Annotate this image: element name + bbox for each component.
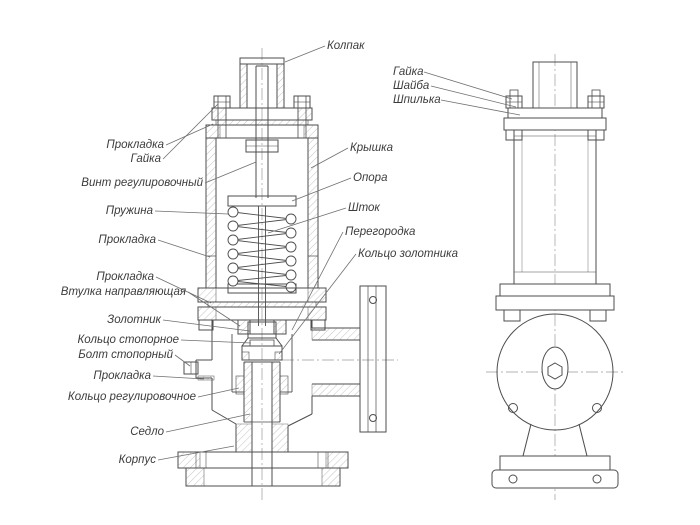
adjusting-ring-left <box>235 375 245 395</box>
leader-gajka <box>162 103 219 160</box>
outlet-bolt-hole-bottom <box>369 414 377 422</box>
label-bolt-stopornyj: Болт стопорный <box>78 349 173 361</box>
leader-shpilka <box>440 99 521 116</box>
right-valve-view <box>486 54 624 500</box>
label-vtulka-napravlyayushchaya: Втулка направляющая <box>60 286 186 298</box>
leader-vint <box>204 161 257 184</box>
label-gajka: Гайка <box>130 153 162 165</box>
right-side-hole-right <box>592 403 602 413</box>
body-section <box>183 320 361 453</box>
cap-section <box>239 57 285 109</box>
flange-hole-right <box>317 451 329 469</box>
disc <box>241 321 283 361</box>
leader-shtok <box>267 207 347 234</box>
leader-korpus <box>157 445 235 461</box>
outlet-bolt-hole-top <box>369 296 377 304</box>
label-shajba: Шайба <box>393 80 430 92</box>
leader-sedlo <box>165 413 251 433</box>
label-prokladka-4: Прокладка <box>93 370 151 382</box>
right-side-hole-left <box>508 403 518 413</box>
leader-lines <box>152 45 521 461</box>
right-mid-flange <box>495 283 615 322</box>
leader-bolt-stopornyj <box>174 354 191 367</box>
leader-opora <box>291 177 352 202</box>
label-prokladka-3: Прокладка <box>96 271 154 283</box>
right-body-boss <box>541 346 569 390</box>
right-mid-nut-left <box>503 309 521 322</box>
right-bonnet <box>513 130 597 284</box>
disc-ring-right <box>274 351 283 361</box>
outlet-flange <box>359 285 387 433</box>
leader-prokladka-1 <box>165 123 214 146</box>
leader-gajka-right <box>423 71 513 100</box>
leader-kolco-stopornoe <box>180 339 252 344</box>
leader-shajba <box>430 85 517 108</box>
label-kolpak: Колпак <box>327 40 365 52</box>
label-opora: Опора <box>353 172 388 184</box>
label-vint-regulirovochnyj: Винт регулировочный <box>81 177 203 189</box>
flange-nut-left <box>198 319 214 331</box>
label-gajka-right: Гайка <box>393 66 424 78</box>
right-bottom-flange <box>491 423 619 489</box>
right-flange-hole-right <box>592 474 602 484</box>
leader-kryshka <box>310 147 349 169</box>
leader-kolpak <box>284 45 326 63</box>
leader-prokladka-2 <box>157 239 211 258</box>
disc-ring-left <box>241 351 250 361</box>
right-body <box>496 313 614 431</box>
label-sedlo: Седло <box>130 426 164 438</box>
gasket-mid <box>207 301 317 308</box>
gasket-boss <box>197 375 215 381</box>
right-mid-nut-right <box>589 309 607 322</box>
top-flange-assembly <box>205 95 319 139</box>
leader-kolco-regulirovochnoe <box>197 387 240 398</box>
spring-plate-top <box>227 195 297 207</box>
leader-pruzhina <box>154 210 229 215</box>
label-pruzhina: Пружина <box>105 205 153 217</box>
hex-plug <box>547 362 563 380</box>
adjusting-ring-right <box>279 375 289 395</box>
left-valve-section <box>177 48 398 500</box>
label-prokladka-1: Прокладка <box>106 139 164 151</box>
label-korpus: Корпус <box>118 454 156 466</box>
right-flange-hole-left <box>508 474 518 484</box>
label-kolco-stopornoe: Кольцо стопорное <box>77 334 179 346</box>
adjusting-screw <box>245 65 279 198</box>
leader-peregorodka <box>291 231 344 331</box>
bottom-flange <box>177 451 349 487</box>
label-kolco-regulirovochnoe: Кольцо регулировочное <box>67 391 196 403</box>
label-peregorodka: Перегородка <box>345 226 416 238</box>
leader-kolco-zolotnika <box>278 253 357 355</box>
spring <box>227 206 297 293</box>
label-shtok: Шток <box>348 202 380 214</box>
label-kolco-zolotnika: Кольцо золотника <box>358 248 458 260</box>
gasket-top <box>215 119 309 126</box>
label-shpilka: Шпилька <box>393 94 441 106</box>
right-stud-right <box>591 89 601 109</box>
leader-zolotnik <box>162 319 251 332</box>
leader-vtulka <box>187 291 241 327</box>
label-kryshka: Крышка <box>350 142 394 154</box>
label-zolotnik: Золотник <box>107 314 161 326</box>
leader-prokladka-3 <box>155 276 212 304</box>
leader-prokladka-4 <box>152 375 205 380</box>
label-prokladka-2: Прокладка <box>98 234 156 246</box>
